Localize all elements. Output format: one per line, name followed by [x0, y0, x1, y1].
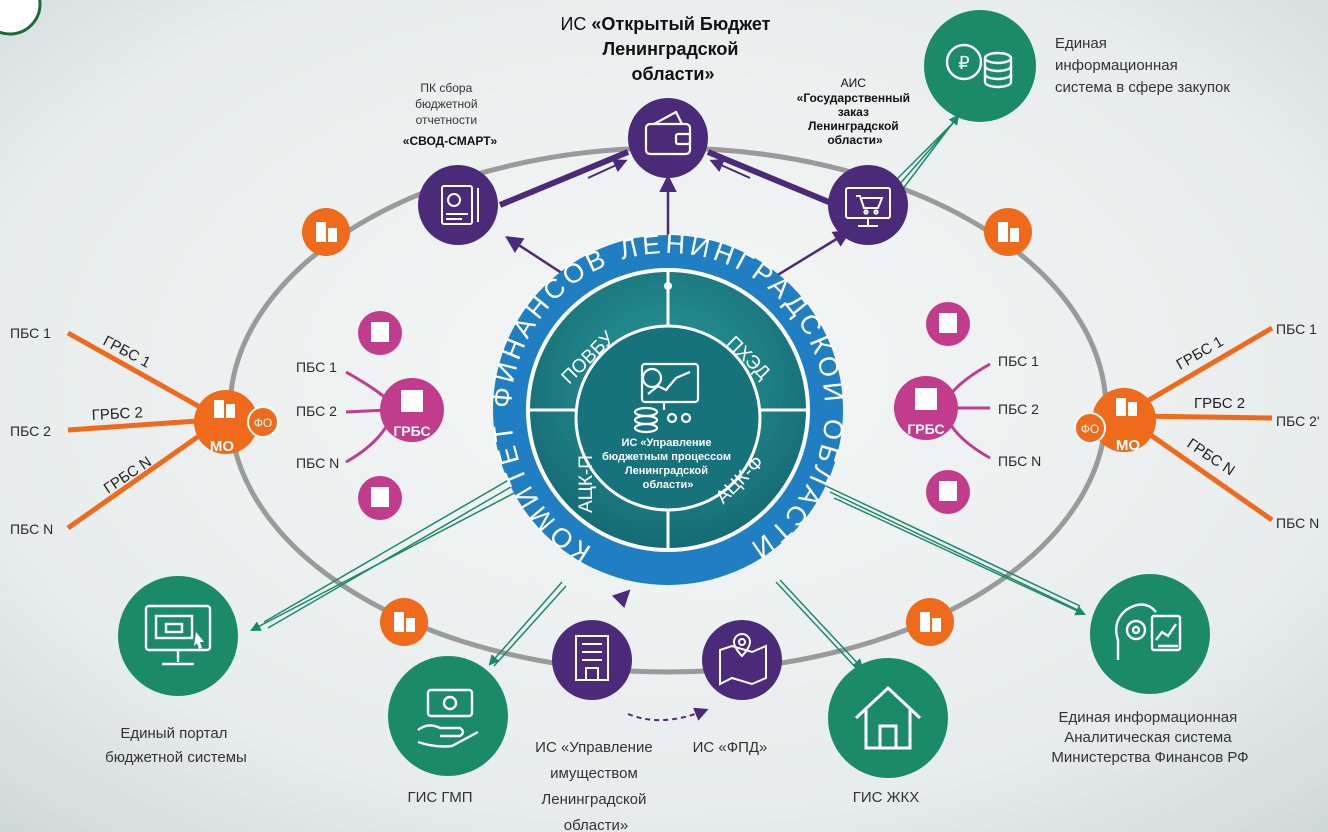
building-icon-bottom-right — [906, 598, 954, 646]
office-building-icon — [575, 635, 609, 681]
inner-right-grbs-label: ГРБС — [907, 421, 944, 437]
building-icon-top-right — [984, 208, 1032, 256]
corner-logo — [0, 0, 42, 36]
right-mo-node[interactable]: МО ФО — [1074, 388, 1156, 454]
inner-left-pbs-1: ПБС 1 — [296, 359, 337, 375]
purple-connectors — [498, 149, 851, 722]
inner-right-pbs-2: ПБС 2 — [998, 401, 1039, 417]
inner-right-pbs-n: ПБС N — [998, 453, 1041, 469]
building-icon-bottom-left — [380, 598, 428, 646]
right-grbs-2: ГРБС 2 — [1194, 395, 1245, 412]
gis-gmp-label: ГИС ГМП — [408, 789, 473, 806]
coins-icon: ₽ — [945, 43, 1013, 89]
svg-text:₽: ₽ — [958, 53, 969, 73]
inner-left-pbs-n: ПБС N — [296, 455, 339, 471]
left-pbs-2: ПБС 2 — [10, 423, 51, 439]
house-icon — [854, 685, 922, 750]
left-grbs-2: ГРБС 2 — [91, 404, 143, 424]
analytics-head-icon — [1115, 603, 1182, 660]
node-gos-zakaz[interactable] — [828, 165, 908, 245]
property-label: ИС «Управление имуществом Ленинградской … — [535, 739, 657, 832]
wallet-icon — [644, 110, 692, 156]
inner-right-grbs: ПБС 1 ПБС 2 ПБС N — [926, 302, 1041, 514]
eias-minfin-label: Единая информационная Аналитическая сист… — [1051, 709, 1248, 766]
segment-ack-p: АЦК-П — [576, 455, 597, 513]
node-open-budget[interactable] — [628, 98, 708, 178]
node-fpd[interactable] — [702, 620, 782, 700]
inner-left-grbs-label: ГРБС — [393, 423, 430, 439]
gis-zhkh-label: ГИС ЖКХ — [853, 789, 920, 806]
gos-zakaz-label: АИС «Государственный заказ Ленинградской… — [797, 76, 914, 147]
monitor-icon — [144, 604, 212, 666]
building-icon-top-left — [302, 208, 350, 256]
fpd-label: ИС «ФПД» — [693, 739, 768, 756]
right-pbs-2: ПБС 2' — [1276, 413, 1320, 429]
left-mo-node[interactable]: МО ФО — [194, 390, 279, 455]
right-pbs-n: ПБС N — [1276, 515, 1319, 531]
cart-monitor-icon — [845, 187, 891, 227]
eis-zakupki-label: Единая информационная система в сфере за… — [1055, 35, 1230, 96]
left-mo-label: МО — [210, 438, 234, 455]
node-gis-gmp[interactable] — [388, 656, 508, 776]
inner-right-pbs-1: ПБС 1 — [998, 353, 1039, 369]
map-pin-icon — [719, 632, 767, 686]
green-connectors — [250, 114, 1086, 671]
report-icon — [441, 185, 479, 225]
node-eias-minfin[interactable] — [1090, 574, 1210, 694]
svod-smart-label: ПК сбора бюджетной отчетности «СВОД-СМАР… — [403, 81, 498, 148]
inner-left-pbs-2: ПБС 2 — [296, 403, 337, 419]
right-fo-label: ФО — [1081, 422, 1099, 436]
inner-left-grbs: ПБС 1 ПБС 2 ПБС N — [296, 311, 402, 520]
open-budget-label: ИС «Открытый Бюджет Ленинградской област… — [560, 14, 775, 84]
central-hub[interactable]: КОМИТЕТ ФИНАНСОВ ЛЕНИНГРАДСКОЙ ОБЛАСТИ П… — [487, 229, 851, 585]
node-budget-portal[interactable] — [118, 576, 238, 696]
budget-portal-label: Единый портал бюджетной системы — [105, 725, 247, 766]
right-mo-label: МО — [1116, 437, 1140, 454]
inner-right-grbs-node[interactable]: ГРБС — [894, 376, 958, 440]
node-gis-zhkh[interactable] — [828, 658, 948, 778]
node-property[interactable] — [552, 620, 632, 700]
building-markers — [302, 208, 1032, 646]
right-pbs-1: ПБС 1 — [1276, 321, 1317, 337]
left-fo-label: ФО — [254, 416, 272, 430]
left-pbs-1: ПБС 1 — [10, 325, 51, 341]
inner-left-grbs-node[interactable]: ГРБС — [380, 378, 444, 442]
payment-hand-icon — [417, 688, 479, 748]
left-pbs-n: ПБС N — [10, 521, 53, 537]
hub-title: ИС «Управление бюджетным процессом Ленин… — [602, 437, 734, 491]
node-svod-smart[interactable] — [418, 165, 498, 245]
node-eis-zakupki[interactable]: ₽ — [924, 10, 1036, 122]
budget-system-icon — [633, 362, 700, 434]
